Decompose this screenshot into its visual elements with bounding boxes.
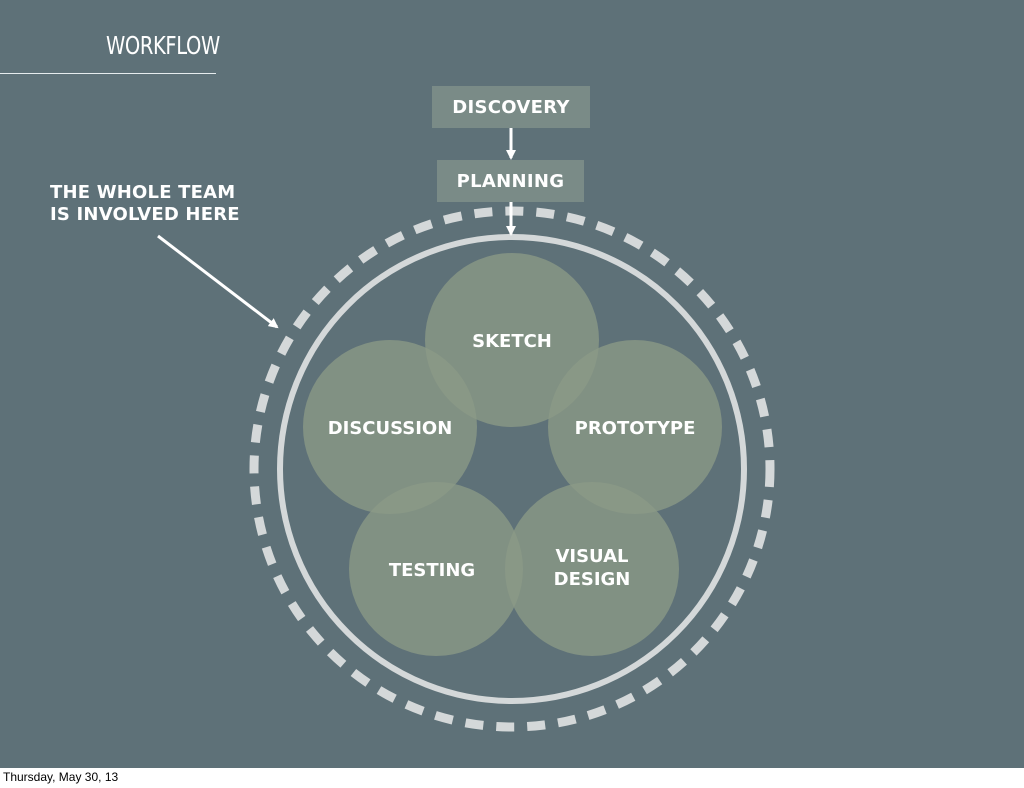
petals: [303, 253, 722, 656]
label-design: DESIGN: [554, 569, 631, 590]
petal-testing: [349, 482, 523, 656]
title-underline: [0, 73, 216, 74]
callout-arrow: [157, 234, 279, 329]
label-testing: TESTING: [389, 560, 475, 581]
label-visual: VISUAL: [555, 546, 628, 567]
stage-discovery: DISCOVERY: [432, 86, 590, 128]
callout-line-2: IS INVOLVED HERE: [50, 204, 240, 225]
label-sketch: SKETCH: [472, 331, 552, 352]
stage-planning: PLANNING: [437, 160, 584, 202]
label-discussion: DISCUSSION: [328, 418, 453, 439]
team-callout: THE WHOLE TEAM IS INVOLVED HERE: [50, 182, 240, 226]
petal-discussion: [303, 340, 477, 514]
petal-visual-design: [505, 482, 679, 656]
slide-title: WORKFLOW: [106, 31, 220, 60]
workflow-cycle-diagram: SKETCH PROTOTYPE DISCUSSION TESTING VISU…: [157, 128, 775, 732]
cycle-ring: [277, 234, 747, 704]
petal-sketch: [425, 253, 599, 427]
slide: WORKFLOW DISCOVERY PLANNING THE WHOLE TE…: [0, 0, 1024, 768]
petal-prototype: [548, 340, 722, 514]
callout-line-1: THE WHOLE TEAM: [50, 182, 236, 203]
label-prototype: PROTOTYPE: [575, 418, 696, 439]
footer-date: Thursday, May 30, 13: [3, 770, 119, 784]
